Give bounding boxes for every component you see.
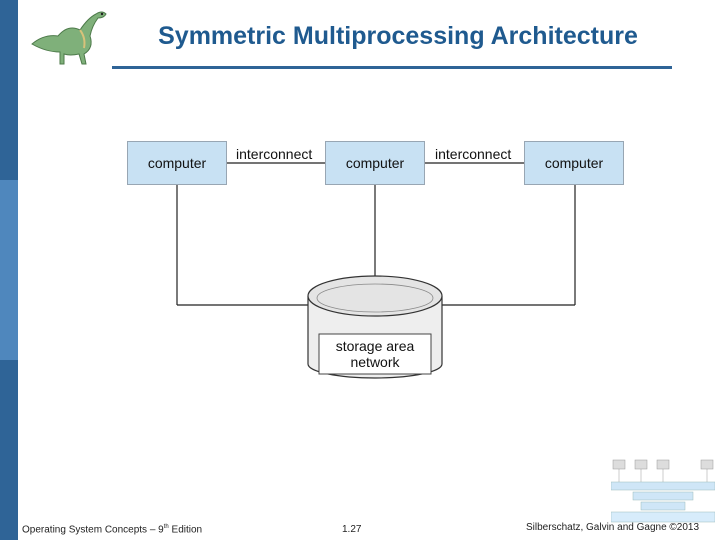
footer-left: Operating System Concepts – 9th Edition [22,524,202,535]
computer-node: computer [524,141,624,185]
footer-left-sup: th [163,524,169,530]
sidebar-accent [0,180,18,360]
interconnect-label: interconnect [435,146,512,162]
diagram-thumbnail-icon [611,459,715,523]
computer-node: computer [325,141,425,185]
footer-left-prefix: Operating System Concepts – 9 [22,524,164,536]
slide-title: Symmetric Multiprocessing Architecture [158,22,638,50]
left-sidebar [0,0,18,540]
footer-right: Silberschatz, Galvin and Gagne ©2013 [526,522,700,533]
interconnect-label: interconnect [236,146,313,162]
storage-cylinder-icon [307,275,443,379]
dinosaur-logo-icon [31,11,107,65]
storage-label-line2: network [350,354,400,370]
footer-left-suffix: Edition [168,524,203,536]
storage-area-network-label: storage area network [319,334,431,374]
storage-label-line1: storage area [335,338,415,354]
title-divider [112,66,672,69]
footer-page-number: 1.27 [342,524,362,535]
computer-node: computer [127,141,227,185]
